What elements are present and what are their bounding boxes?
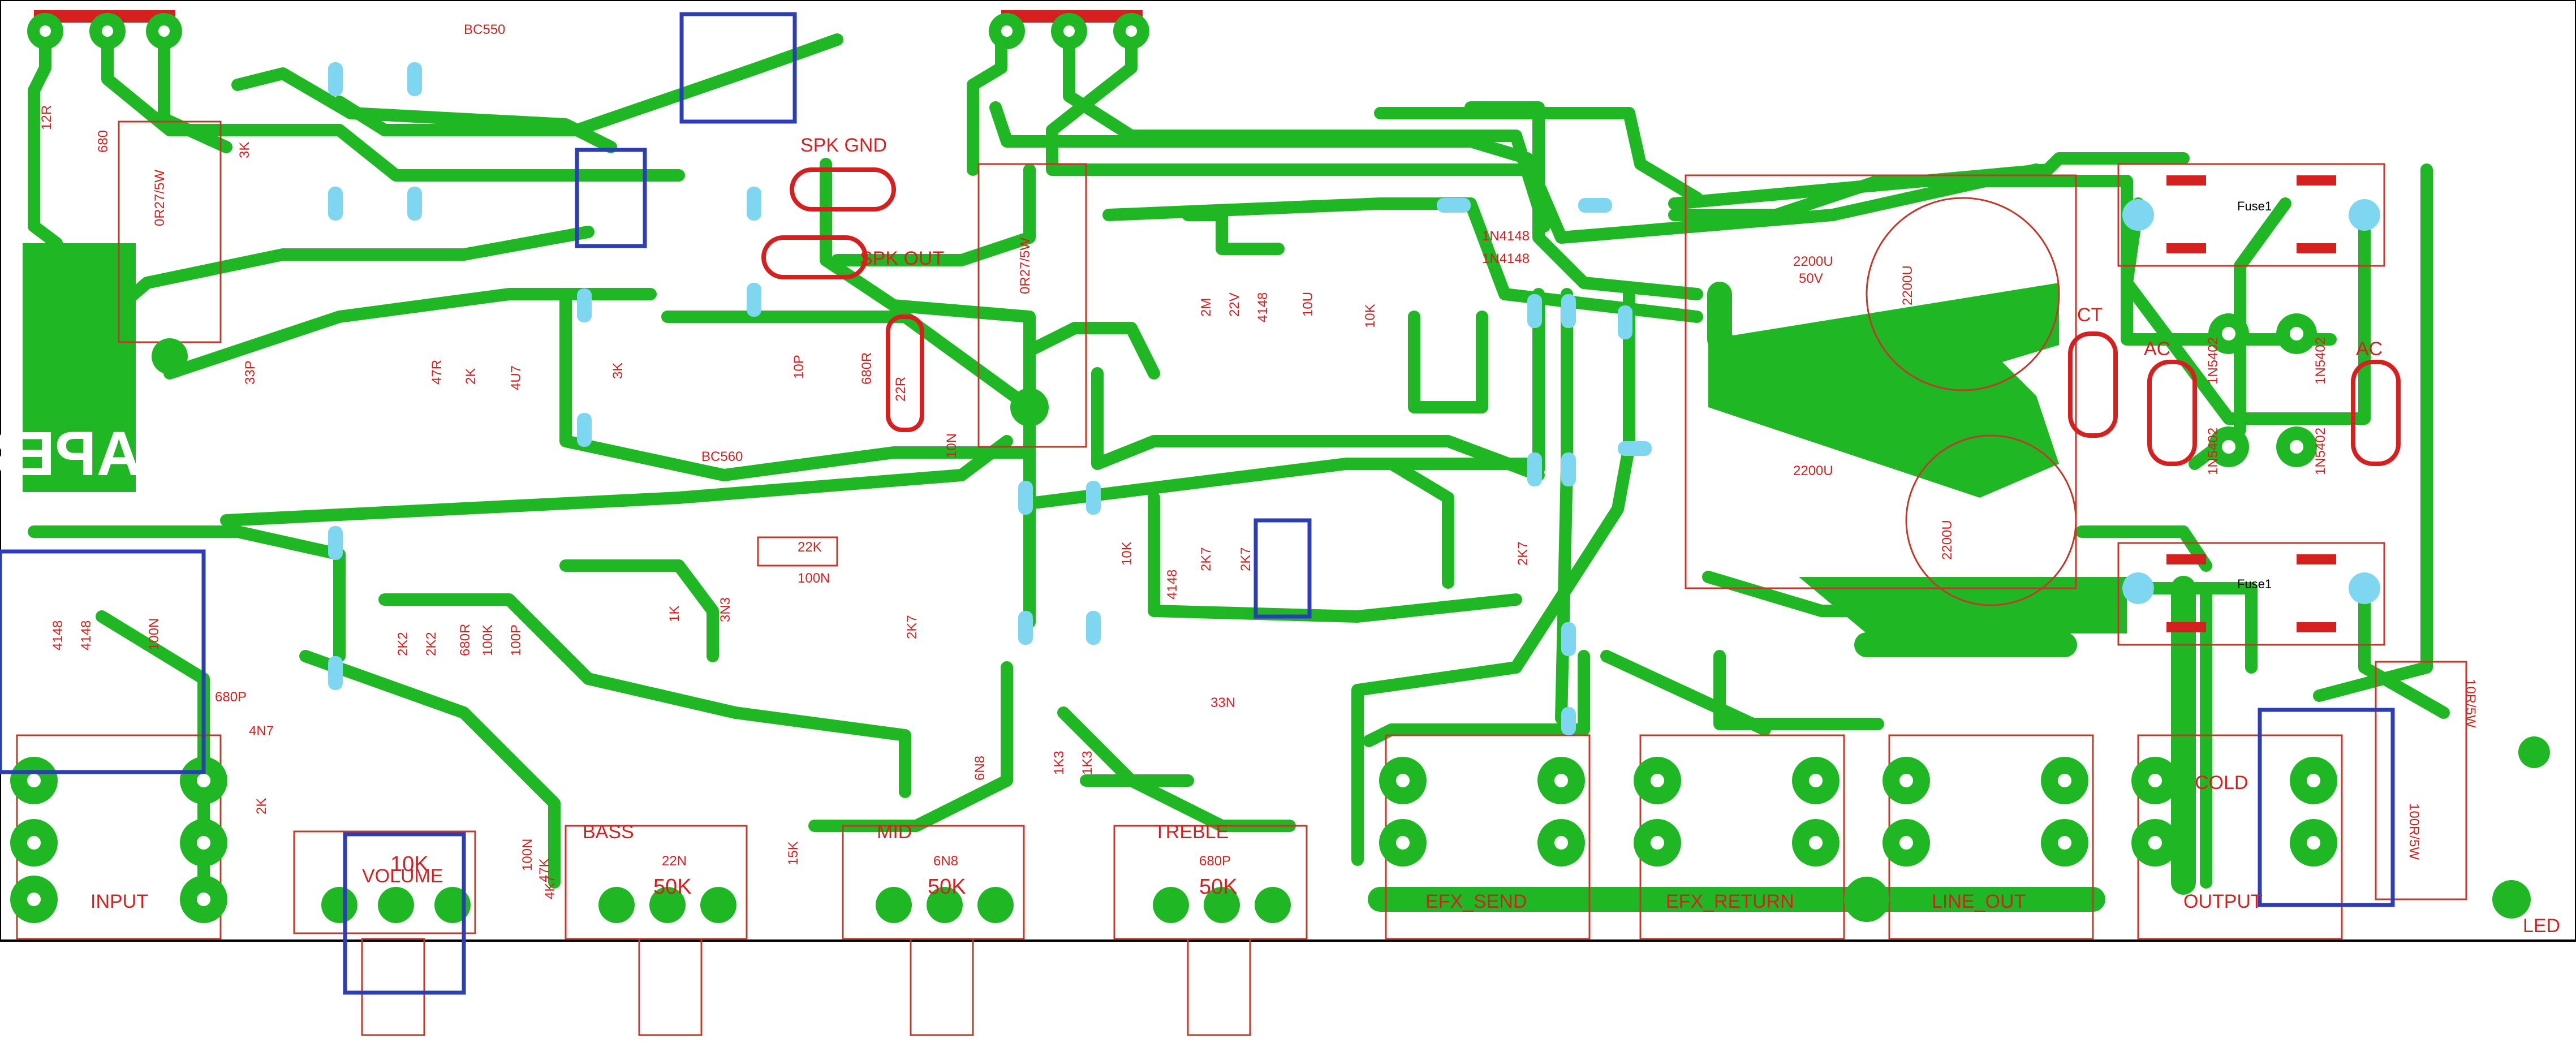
value-47r: 47R	[429, 360, 445, 385]
value-2k7-b: 2K7	[1199, 547, 1214, 571]
value-6n8-b: 6N8	[972, 756, 988, 781]
copper-tracks	[28, 16, 2450, 906]
label-input: INPUT	[91, 891, 148, 912]
fuse-pads	[2166, 175, 2336, 632]
value-4k7: 4K7	[542, 875, 558, 899]
value-22n: 22N	[662, 854, 687, 869]
label-fuse1-top: Fuse1	[2237, 199, 2272, 213]
value-1n5402-c: 1N5402	[2205, 428, 2221, 475]
value-22r: 22R	[893, 377, 908, 402]
value-2k2-b: 2K2	[424, 632, 439, 656]
label-output: OUTPUT	[2183, 891, 2263, 912]
value-100n-c: 100N	[520, 839, 535, 871]
value-12r: 12R	[39, 105, 54, 130]
label-line-out: LINE_OUT	[1932, 891, 2026, 912]
value-4148-a: 4148	[1255, 292, 1270, 322]
value-100n-a: 100N	[798, 571, 830, 586]
label-spk-gnd: SPK GND	[800, 135, 887, 156]
label-treble: TREBLE	[1154, 821, 1229, 843]
value-680p-b: 680P	[1199, 854, 1231, 869]
value-2k7-c: 2K7	[1238, 547, 1253, 571]
label-mid: MID	[877, 821, 912, 843]
value-2k7-a: 2K7	[904, 615, 920, 639]
value-2k7-d: 2K7	[1515, 541, 1531, 566]
value-pot-50k-c: 50K	[1199, 875, 1238, 899]
value-1n4148-b: 1N4148	[1482, 251, 1530, 266]
value-10p: 10P	[791, 355, 807, 379]
value-4n7: 4N7	[249, 723, 274, 739]
value-1n5402-a: 1N5402	[2205, 337, 2221, 385]
value-3k-b: 3K	[610, 363, 626, 379]
value-33n: 33N	[1211, 695, 1235, 710]
value-1n4148-a: 1N4148	[1482, 229, 1530, 244]
value-50v: 50V	[1799, 271, 1823, 286]
value-2200u-c: 2200U	[1793, 463, 1833, 479]
value-1n5402-d: 1N5402	[2313, 428, 2328, 475]
value-2k-b: 2K	[254, 798, 269, 814]
value-4u7: 4U7	[509, 365, 524, 390]
value-1k: 1K	[667, 606, 682, 622]
label-ac-right: AC	[2356, 338, 2383, 360]
label-fuse1-bottom: Fuse1	[2237, 577, 2272, 591]
value-1k3-b: 1K3	[1080, 751, 1095, 775]
value-100n-b: 100N	[147, 618, 162, 650]
value-bc550: BC550	[464, 22, 505, 37]
value-10k-a: 10K	[1363, 304, 1378, 328]
value-100k: 100K	[480, 624, 496, 656]
value-0r27-left: 0R27/5W	[152, 170, 167, 226]
label-bass: BASS	[583, 821, 634, 843]
value-4148-c: 4148	[79, 620, 94, 650]
value-2200u-d: 2200U	[1940, 520, 1955, 560]
value-1n5402-b: 1N5402	[2313, 337, 2328, 385]
value-10u: 10U	[1300, 292, 1316, 317]
value-2k-a: 2K	[463, 368, 479, 385]
value-680r-b: 680R	[458, 624, 473, 656]
value-pot-50k-a: 50K	[653, 875, 692, 899]
label-ct: CT	[2077, 304, 2103, 326]
marker-boxes	[0, 12, 2395, 995]
value-2m: 2M	[1199, 298, 1214, 317]
label-cold: COLD	[2195, 772, 2248, 794]
value-100r-5w: 100R/5W	[2406, 803, 2422, 860]
value-680: 680	[96, 130, 111, 153]
value-2200u-a: 2200U	[1793, 254, 1833, 269]
value-pot-50k-b: 50K	[928, 875, 966, 899]
component-values: BC550 BC560 12R 680 3K 0R27/5W 0R27/5W 4…	[39, 22, 2478, 899]
value-4148-d: 4148	[1165, 570, 1180, 600]
copper-pour-main	[1708, 283, 2059, 498]
value-0r27-right: 0R27/5W	[1018, 238, 1033, 294]
value-15k: 15K	[786, 841, 801, 865]
apex-logo: APEX	[0, 419, 141, 489]
value-33p: 33P	[243, 360, 258, 385]
value-1k3-a: 1K3	[1052, 751, 1067, 775]
value-pot-10k: 10K	[390, 852, 429, 876]
value-2200u-b: 2200U	[1900, 265, 1915, 305]
value-680r: 680R	[859, 352, 875, 385]
label-volume: VOLUME	[362, 865, 443, 887]
value-3k: 3K	[237, 142, 252, 158]
value-10n: 10N	[944, 433, 959, 458]
pads	[10, 13, 2550, 923]
value-22k: 22K	[798, 540, 822, 555]
value-2k2-a: 2K2	[395, 632, 411, 656]
value-100p: 100P	[509, 624, 524, 656]
value-10r-5w: 10R/5W	[2463, 679, 2478, 728]
value-bc560: BC560	[701, 449, 743, 464]
label-ac-left: AC	[2144, 338, 2170, 360]
label-efx-return: EFX_RETURN	[1666, 891, 1794, 912]
copper-pour-left	[23, 243, 136, 492]
value-3n3: 3N3	[718, 597, 733, 622]
value-6n8-a: 6N8	[933, 854, 958, 869]
value-4148-b: 4148	[50, 620, 66, 650]
label-led: LED	[2523, 915, 2560, 937]
label-efx-send: EFX_SEND	[1425, 891, 1527, 912]
highlighted-parts	[761, 167, 2401, 466]
value-680p-a: 680P	[215, 689, 247, 705]
value-22v: 22V	[1227, 292, 1242, 317]
board-labels: SPK GND SPK OUT CT AC AC Fuse1 Fuse1 INP…	[91, 135, 2560, 937]
label-spk-out: SPK OUT	[860, 248, 944, 269]
value-47k: 47K	[537, 858, 552, 882]
value-10k-b: 10K	[1119, 541, 1135, 566]
